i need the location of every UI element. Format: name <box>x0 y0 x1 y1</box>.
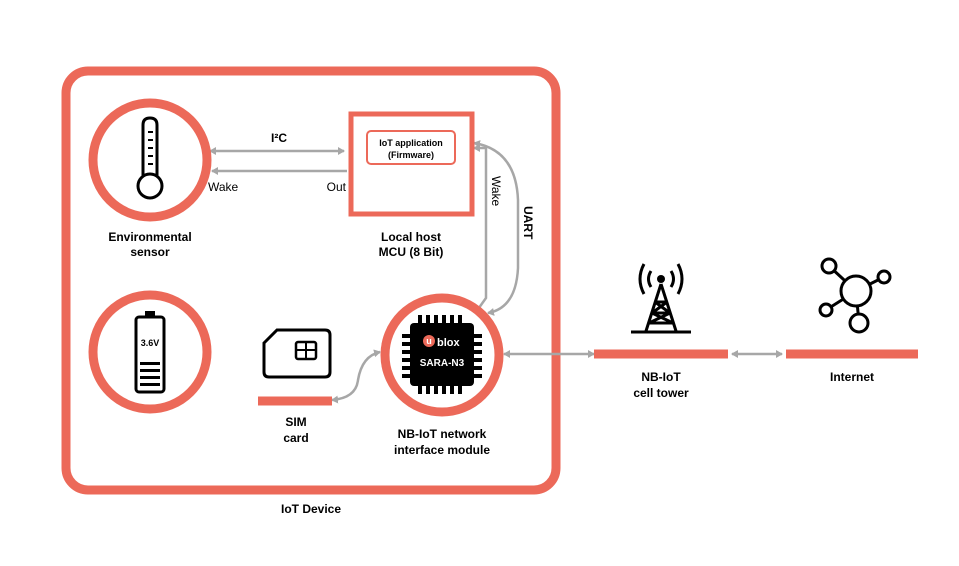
wake-vertical-connector <box>473 144 488 313</box>
tower-label-line2: cell tower <box>633 386 689 400</box>
battery-icon <box>134 311 166 394</box>
connectors <box>209 140 783 404</box>
ublox-logo-u: u <box>426 336 432 346</box>
internet: Internet <box>786 257 918 384</box>
module-model: SARA-N3 <box>420 358 465 369</box>
uart-label: UART <box>521 206 535 240</box>
sim-label-line1: SIM <box>285 415 306 429</box>
sim-label-line2: card <box>283 431 308 445</box>
sim-connector <box>331 349 381 404</box>
iot-device-label: IoT Device <box>281 502 341 516</box>
firmware-box <box>366 130 456 165</box>
thermometer-icon <box>136 116 164 200</box>
ublox-logo-text: blox <box>437 337 460 349</box>
sensor-label-line2: sensor <box>130 245 170 259</box>
i2c-label: I²C <box>271 131 287 145</box>
sensor-label-line1: Environmental <box>108 230 191 244</box>
sim-card: SIM card <box>258 328 332 445</box>
out-label: Out <box>327 180 347 194</box>
wake-vertical-label: Wake <box>489 176 503 207</box>
cell-tower-icon <box>631 263 691 334</box>
tower-label-line1: NB-IoT <box>641 370 681 384</box>
module-label-line2: interface module <box>394 443 490 457</box>
local-host-mcu: IoT application (Firmware) Local host MC… <box>348 111 475 259</box>
mcu-label-line1: Local host <box>381 230 441 244</box>
network-nodes-icon <box>818 257 892 334</box>
mcu-label-line2: MCU (8 Bit) <box>379 245 444 259</box>
uart-connector <box>473 140 520 316</box>
ublox-logo-mark <box>423 335 435 347</box>
cell-tower: NB-IoT cell tower <box>594 263 728 400</box>
environmental-sensor: Environmental sensor <box>88 98 212 259</box>
internet-label: Internet <box>830 370 874 384</box>
module-label-line1: NB-IoT network <box>398 427 487 441</box>
iot-device-frame <box>61 66 561 495</box>
sim-card-icon <box>262 328 332 379</box>
battery: 3.6V <box>88 290 212 414</box>
chip-icon: u blox SARA-N3 <box>402 315 482 394</box>
firmware-label-line2: (Firmware) <box>388 150 434 160</box>
firmware-label-line1: IoT application <box>379 138 443 148</box>
nb-iot-module: u blox SARA-N3 NB-IoT network interface … <box>380 293 504 457</box>
wake-label: Wake <box>208 180 239 194</box>
battery-voltage: 3.6V <box>141 338 160 348</box>
